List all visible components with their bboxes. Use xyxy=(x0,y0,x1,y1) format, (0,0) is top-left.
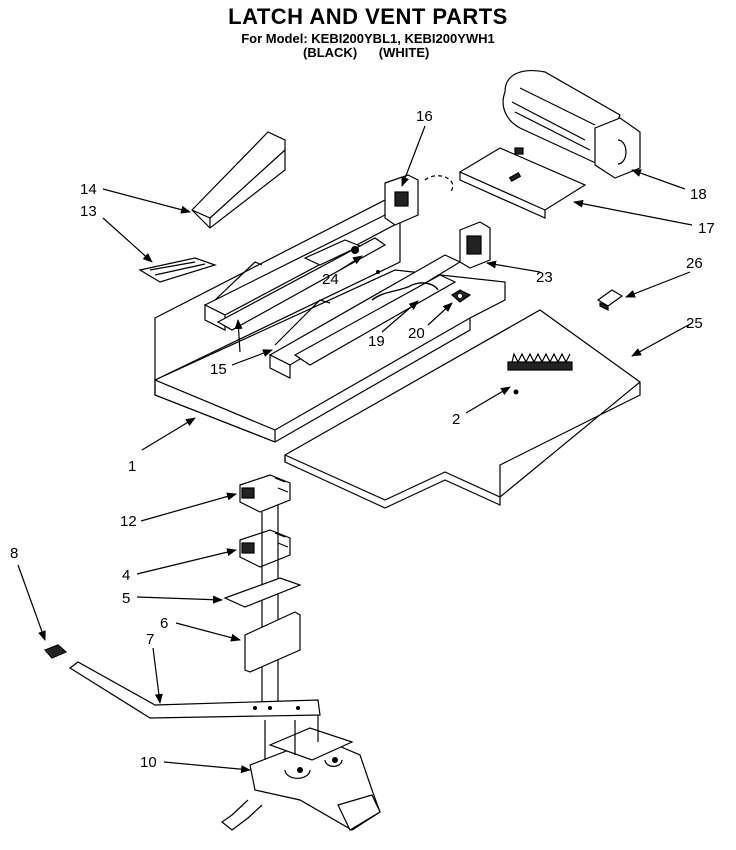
part-18-vent-motor xyxy=(502,70,641,179)
callout-1: 1 xyxy=(128,458,136,475)
callout-23: 23 xyxy=(536,269,553,286)
color-variants: (BLACK) (WHITE) xyxy=(303,45,447,60)
callout-7: 7 xyxy=(146,631,154,648)
callout-14: 14 xyxy=(80,181,97,198)
part-14-duct xyxy=(191,131,286,229)
part-15-channels xyxy=(203,214,462,379)
callout-8: 8 xyxy=(10,545,18,562)
part-5-insulator xyxy=(223,577,302,608)
part-10-latch-mechanism xyxy=(220,715,381,831)
callout-15: 15 xyxy=(210,361,227,378)
part-7-latch-arm xyxy=(68,661,321,719)
callout-13: 13 xyxy=(80,203,97,220)
part-17-mounting-plate xyxy=(458,147,587,219)
callout-2: 2 xyxy=(452,411,460,428)
leader-lines xyxy=(17,125,693,774)
part-16-bracket xyxy=(384,174,454,226)
part-19-tube xyxy=(371,282,439,301)
callout-18: 18 xyxy=(690,186,707,203)
part-13-gasket xyxy=(138,257,217,283)
part-12-switch xyxy=(239,474,291,513)
callout-12: 12 xyxy=(120,513,137,530)
part-4-switch xyxy=(239,529,291,568)
callout-19: 19 xyxy=(368,333,385,350)
callout-5: 5 xyxy=(122,590,130,607)
diagram-title: LATCH AND VENT PARTS xyxy=(228,4,508,29)
part-24-switch xyxy=(303,239,380,274)
callout-4: 4 xyxy=(122,567,130,584)
color-white-label: (WHITE) xyxy=(378,45,430,60)
callout-20: 20 xyxy=(408,325,425,342)
part-20-fastener xyxy=(450,289,472,303)
callout-6: 6 xyxy=(160,615,168,632)
part-2-terminal-strip xyxy=(507,352,573,395)
color-black-label: (BLACK) xyxy=(303,45,358,60)
part-26-clip xyxy=(596,289,624,311)
part-6-shield xyxy=(244,611,301,673)
part-23-bracket xyxy=(459,221,491,269)
callout-16: 16 xyxy=(416,108,433,125)
callout-25: 25 xyxy=(686,315,703,332)
callout-10: 10 xyxy=(140,754,157,771)
callout-labels: 14 13 16 18 17 23 26 25 24 19 20 15 2 1 … xyxy=(10,108,715,771)
part-8-handle xyxy=(43,644,68,659)
callout-17: 17 xyxy=(698,220,715,237)
callout-24: 24 xyxy=(322,271,339,288)
model-subtitle: For Model: KEBI200YBL1, KEBI200YWH1 xyxy=(241,31,495,46)
callout-26: 26 xyxy=(686,255,703,272)
